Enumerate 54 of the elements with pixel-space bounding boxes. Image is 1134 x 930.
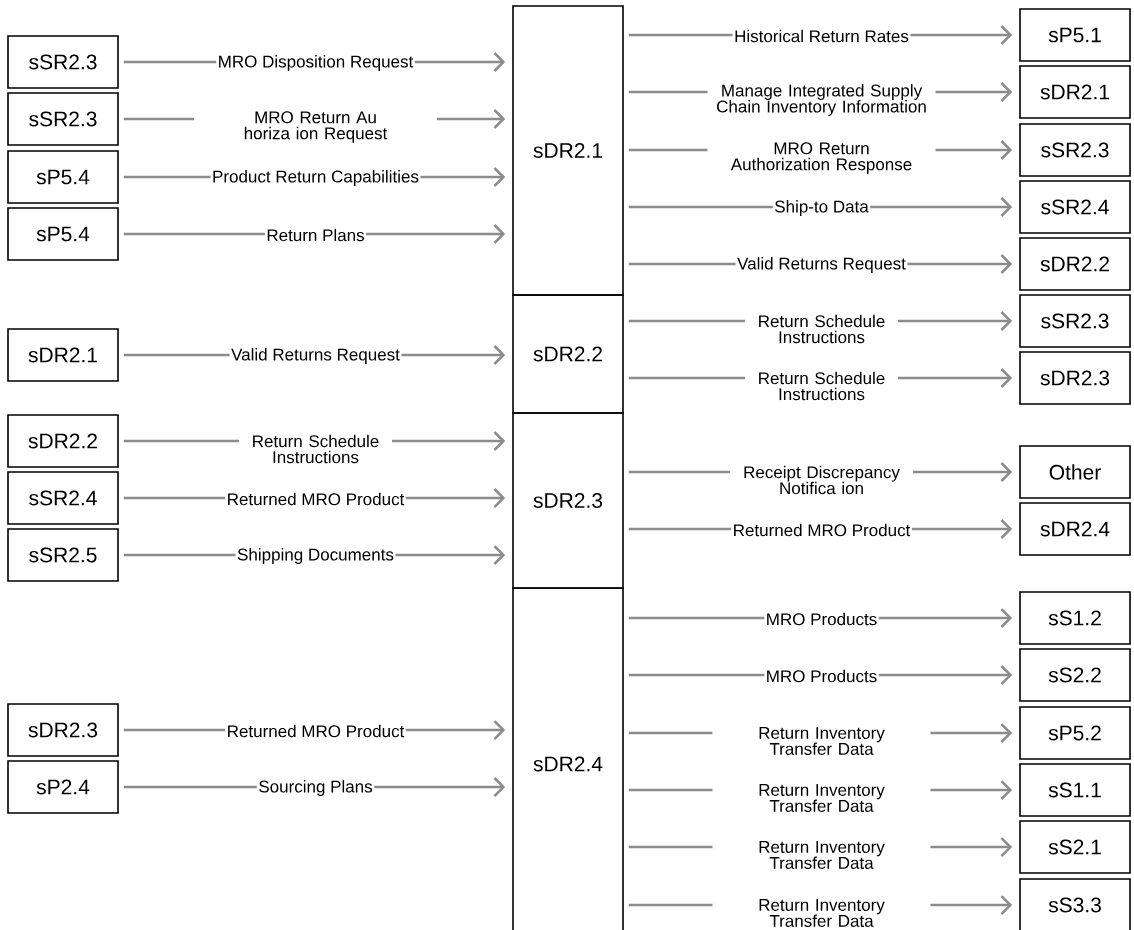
process-box: sDR2.1: [1019, 65, 1131, 119]
edge-label: Return Inventory Transfer Data: [712, 839, 931, 871]
process-box: sDR2.4: [1019, 502, 1131, 556]
edge-label: Receipt Discrepancy Notifica ion: [730, 464, 913, 496]
edge-label: Returned MRO Product: [225, 723, 406, 739]
process-box: sS1.1: [1019, 763, 1131, 817]
edge-label: MRO Products: [764, 668, 879, 684]
edge-label: Sourcing Plans: [256, 778, 375, 798]
process-box: sP5.1: [1019, 8, 1131, 62]
process-box: sDR2.1: [7, 328, 119, 382]
edge-label: MRO Disposition Request: [216, 53, 415, 73]
process-box: sSR2.3: [1019, 294, 1131, 348]
edge-label: Return Schedule Instructions: [239, 433, 392, 465]
process-box: sP5.2: [1019, 706, 1131, 760]
process-box: sSR2.5: [7, 528, 119, 582]
process-box: sS2.1: [1019, 820, 1131, 874]
process-box: sP5.4: [7, 207, 119, 261]
process-box: sSR2.3: [7, 92, 119, 146]
process-box: sP2.4: [7, 760, 119, 814]
edge-label: MRO Return Authorization Response: [707, 140, 936, 176]
process-box: sSR2.4: [7, 471, 119, 525]
edge-label: Manage Integrated Supply Chain Inventory Information: [707, 82, 936, 118]
edge-label: MRO Products: [764, 611, 879, 627]
process-box: sS2.2: [1019, 648, 1131, 702]
process-box: sDR2.1: [512, 5, 624, 296]
process-box: sSR2.3: [7, 35, 119, 89]
edge-label: Product Return Capabilities: [210, 168, 421, 188]
edge-label: Return Schedule Instructions: [745, 313, 898, 345]
process-box: sDR2.3: [1019, 351, 1131, 405]
process-box: sDR2.2: [1019, 237, 1131, 291]
process-box: sDR2.3: [7, 703, 119, 757]
edge-label: Valid Returns Request: [229, 346, 402, 366]
edge-label: Return Plans: [264, 227, 367, 243]
process-box: sDR2.3: [512, 412, 624, 589]
process-box: sS3.3: [1019, 878, 1131, 930]
process-box: sSR2.3: [1019, 123, 1131, 177]
process-box: sDR2.4: [512, 587, 624, 930]
edge-label: Return Inventory Transfer Data: [712, 725, 931, 757]
edge-label: Ship-to Data: [772, 198, 871, 218]
process-box: sS1.2: [1019, 591, 1131, 645]
process-box: Other: [1019, 445, 1131, 499]
edge-label: Return Schedule Instructions: [745, 370, 898, 402]
process-box: sSR2.4: [1019, 180, 1131, 234]
edge-label: Historical Return Rates: [732, 28, 911, 44]
process-box: sP5.4: [7, 150, 119, 204]
edge-label: Return Inventory Transfer Data: [712, 897, 931, 929]
edge-label: Return Inventory Transfer Data: [712, 782, 931, 814]
process-box: sDR2.2: [512, 294, 624, 414]
process-box: sDR2.2: [7, 414, 119, 468]
edge-label: Returned MRO Product: [225, 491, 406, 507]
edge-label: Valid Returns Request: [735, 255, 908, 275]
edge-label: Shipping Documents: [235, 546, 396, 566]
edge-label: MRO Return Au horiza ion Request: [194, 109, 437, 145]
edge-label: Returned MRO Product: [731, 522, 912, 538]
